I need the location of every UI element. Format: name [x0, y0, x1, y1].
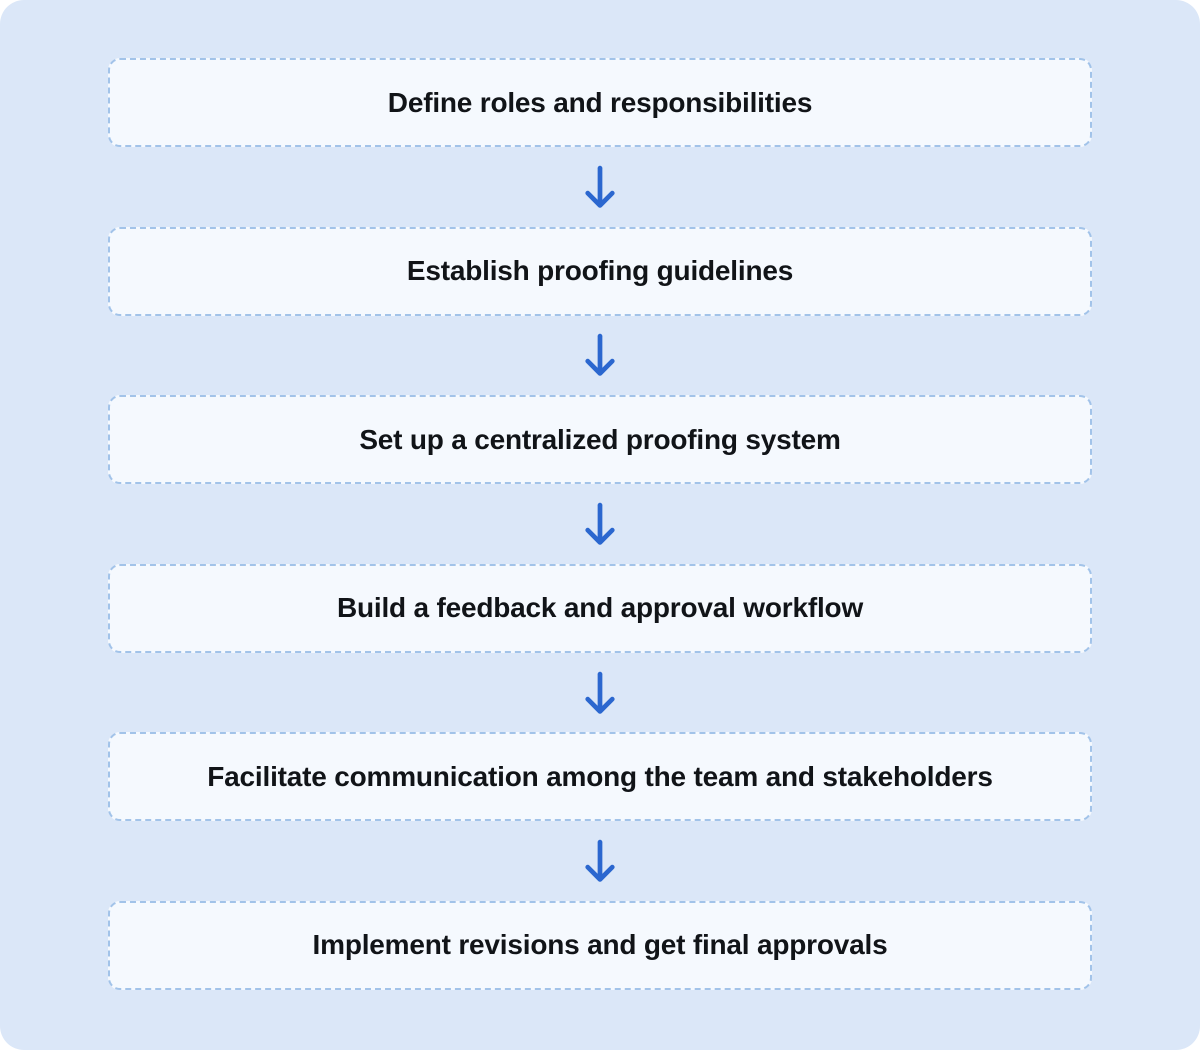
- flow-connector: [108, 147, 1092, 227]
- flow-step-proofing-guidelines: Establish proofing guidelines: [108, 226, 1092, 316]
- flow-step-define-roles: Define roles and responsibilities: [108, 58, 1092, 147]
- flow-step-label: Facilitate communication among the team …: [207, 760, 993, 792]
- flow-connector: [108, 821, 1092, 901]
- flow-connector: [108, 316, 1092, 396]
- flow-connector: [108, 484, 1092, 564]
- flow-step-label: Implement revisions and get final approv…: [312, 929, 888, 961]
- arrow-down-icon: [585, 502, 615, 545]
- flow-step-label: Define roles and responsibilities: [387, 86, 813, 118]
- flow-step-label: Build a feedback and approval workflow: [336, 592, 864, 624]
- arrow-down-icon: [585, 671, 615, 714]
- flow-connector: [108, 653, 1092, 733]
- flow-step-implement-revisions: Implement revisions and get final approv…: [108, 900, 1092, 990]
- flow-step-centralized-system: Set up a centralized proofing system: [108, 395, 1092, 485]
- flow-step-feedback-workflow: Build a feedback and approval workflow: [108, 563, 1092, 653]
- arrow-down-icon: [585, 334, 615, 377]
- arrow-down-icon: [585, 165, 615, 208]
- flow-step-label: Establish proofing guidelines: [406, 255, 794, 287]
- flow-step-facilitate-communication: Facilitate communication among the team …: [108, 732, 1092, 822]
- arrow-down-icon: [585, 839, 615, 882]
- flow-step-label: Set up a centralized proofing system: [359, 423, 841, 455]
